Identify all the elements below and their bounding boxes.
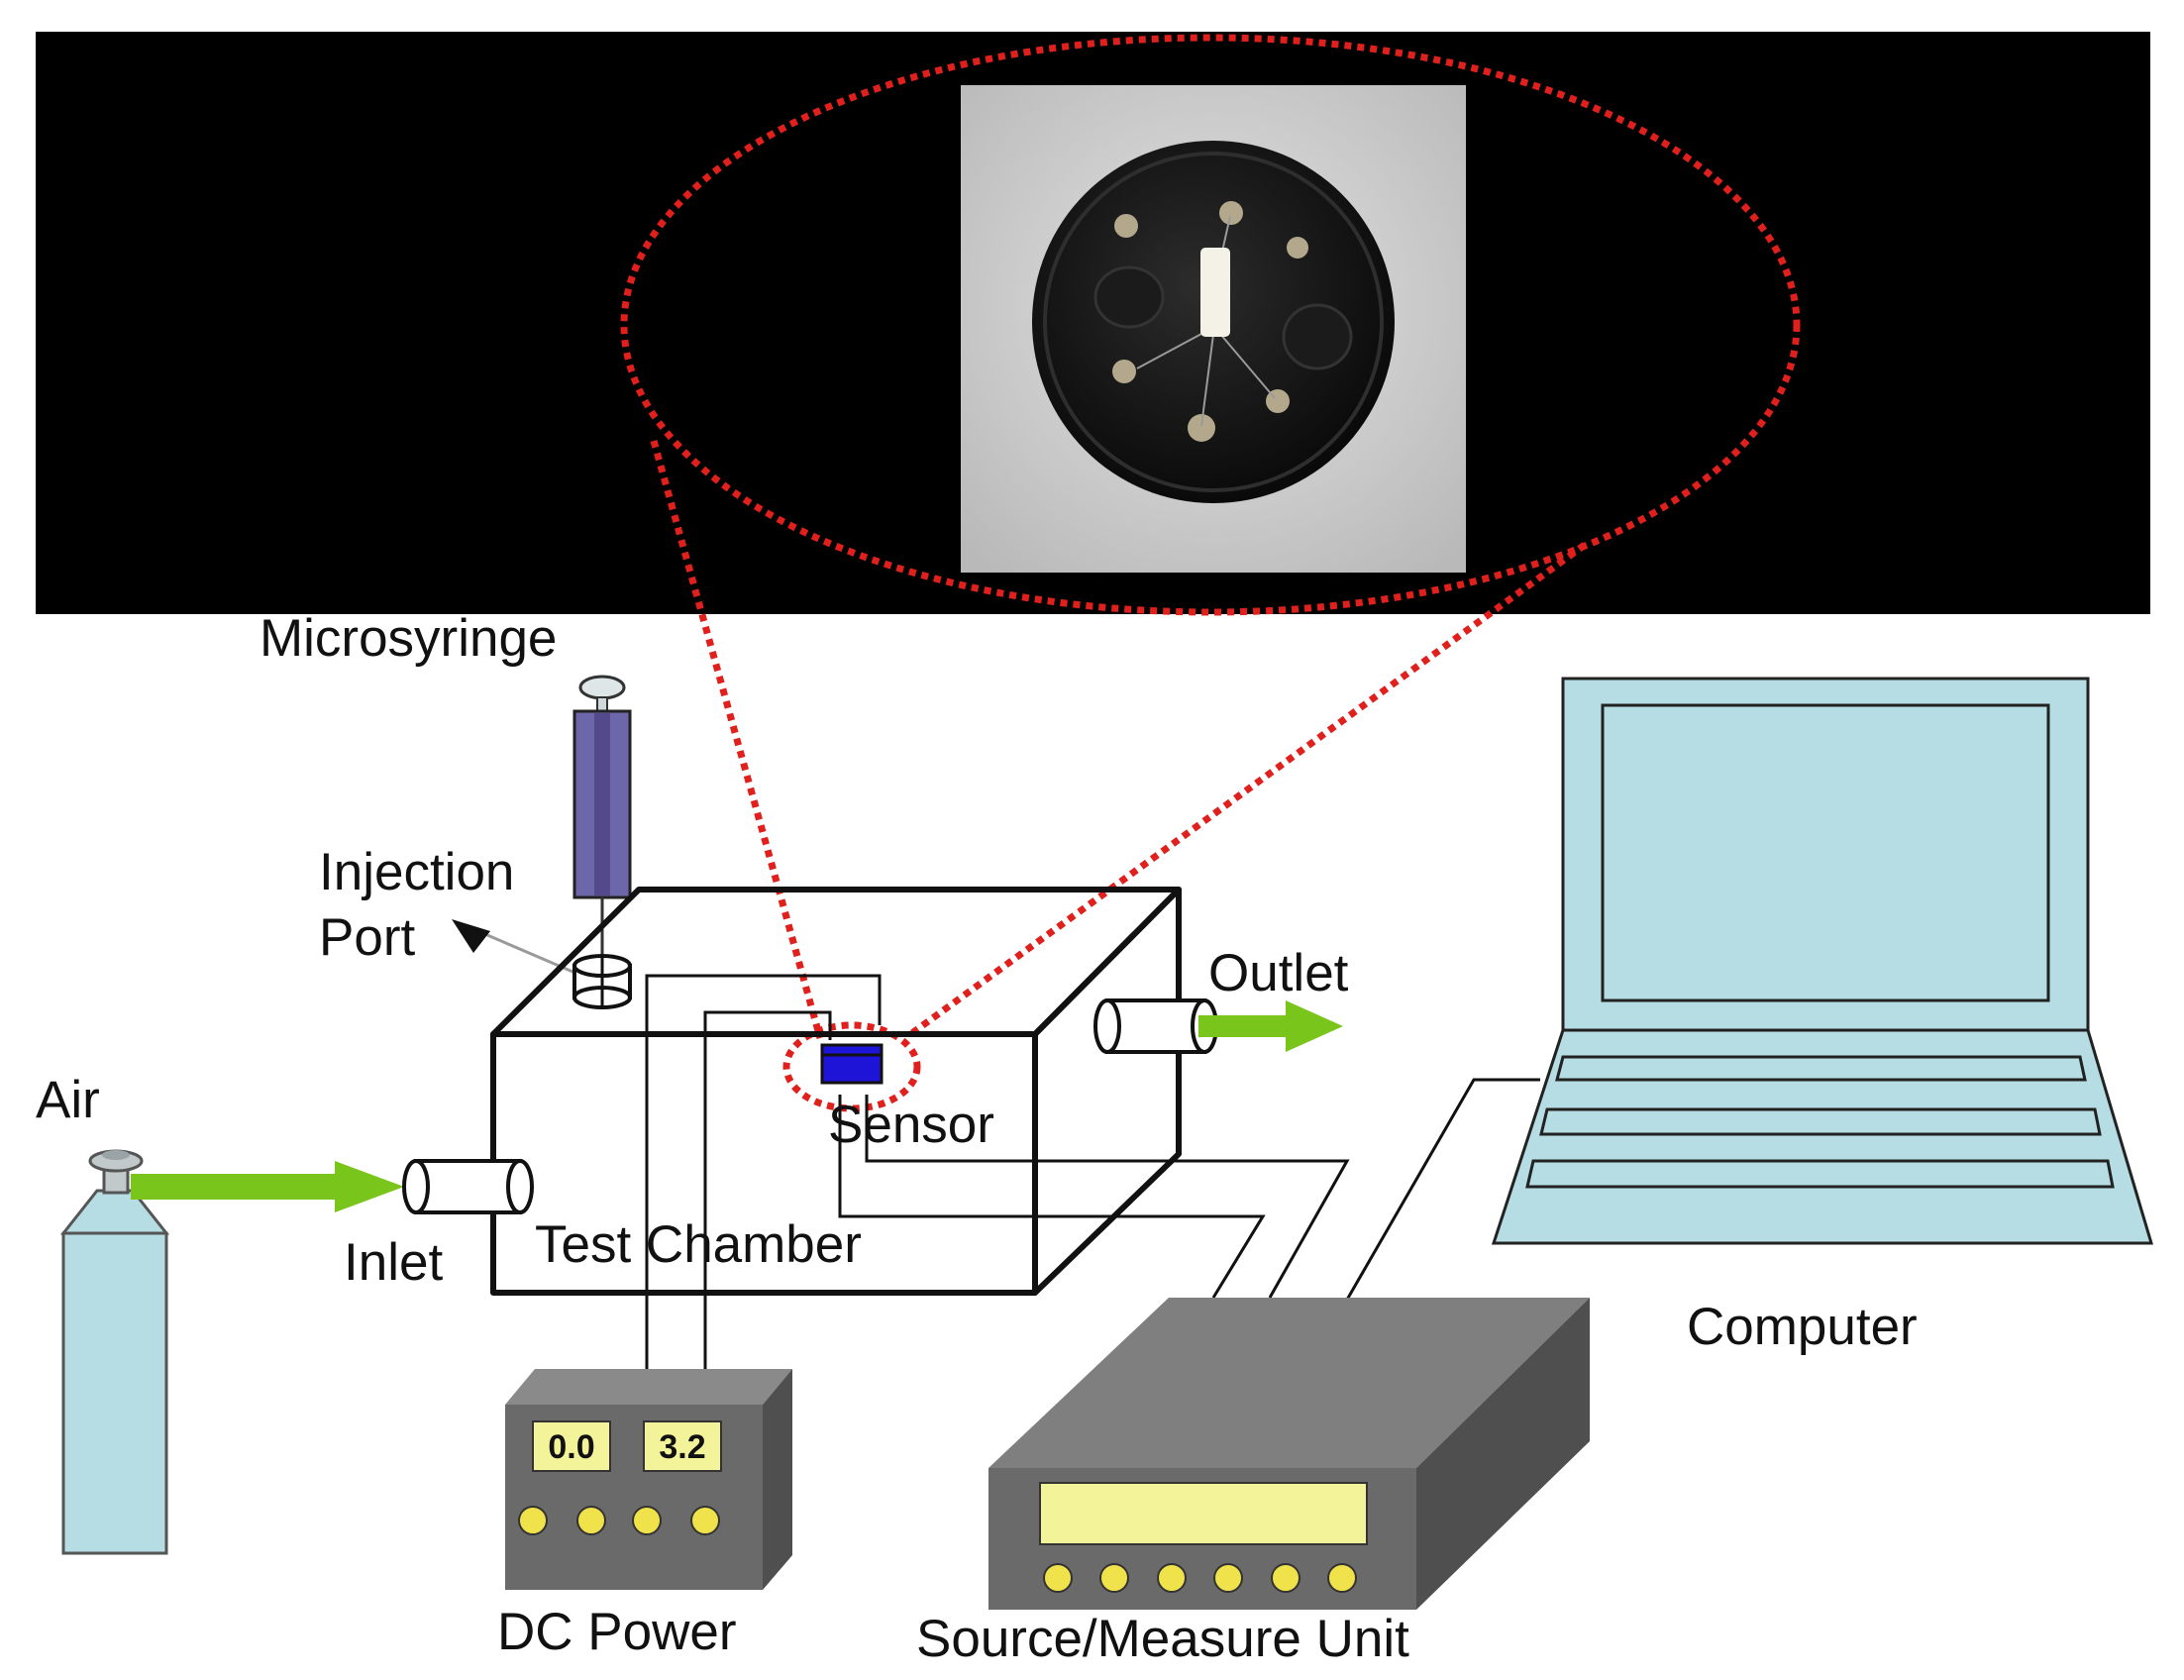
outlet-tube <box>1093 998 1218 1054</box>
sensor-photo <box>961 85 1466 573</box>
laptop-base <box>1491 1028 2154 1245</box>
injection-port-pointer <box>452 919 585 979</box>
zoom-outline <box>620 34 1801 1112</box>
label-test-chamber: Test Chamber <box>535 1215 862 1274</box>
label-injection-port-line2: Port <box>319 908 415 967</box>
connection-wires <box>645 974 1540 1464</box>
inlet-arrow <box>131 1161 404 1212</box>
label-inlet: Inlet <box>344 1233 443 1292</box>
label-microsyringe: Microsyringe <box>260 609 557 668</box>
label-computer: Computer <box>1687 1298 1918 1356</box>
dc-power-display-right <box>643 1420 722 1472</box>
dc-power-reading-right: 3.2 <box>659 1428 705 1466</box>
sensing-element <box>1200 248 1230 337</box>
label-injection-port-line1: Injection <box>319 843 514 901</box>
smu-display <box>1039 1482 1368 1545</box>
label-outlet: Outlet <box>1208 944 1349 1002</box>
diagram-labels: Microsyringe Injection Port Outlet Air S… <box>36 609 1918 1668</box>
inlet-tube <box>402 1159 534 1214</box>
label-air: Air <box>36 1071 100 1129</box>
housing-recess <box>1282 303 1353 370</box>
housing-recess <box>1093 265 1165 329</box>
source-measure-unit <box>988 1298 1590 1610</box>
sensor <box>820 1043 884 1085</box>
laptop-keys <box>1525 1055 2115 1189</box>
dc-power-supply: 0.0 3.2 <box>505 1369 792 1590</box>
dc-power-display-left <box>532 1420 611 1472</box>
sensor-housing-rim <box>1043 152 1384 492</box>
housing-pins <box>1112 201 1308 442</box>
computer <box>1491 677 2154 1245</box>
sensor-wires <box>1136 215 1276 427</box>
air-cylinder <box>59 1149 170 1555</box>
microsyringe <box>572 675 632 957</box>
laptop-screen <box>1561 677 2090 1042</box>
dc-power-reading-left: 0.0 <box>548 1428 594 1466</box>
outlet-arrow <box>1198 1000 1343 1052</box>
label-dc-power: DC Power <box>497 1603 737 1661</box>
injection-port <box>572 954 632 1009</box>
dc-power-knobs <box>518 1506 720 1535</box>
label-sensor: Sensor <box>828 1096 994 1154</box>
label-source-measure-unit: Source/Measure Unit <box>916 1610 1409 1668</box>
smu-knobs <box>1043 1563 1357 1593</box>
